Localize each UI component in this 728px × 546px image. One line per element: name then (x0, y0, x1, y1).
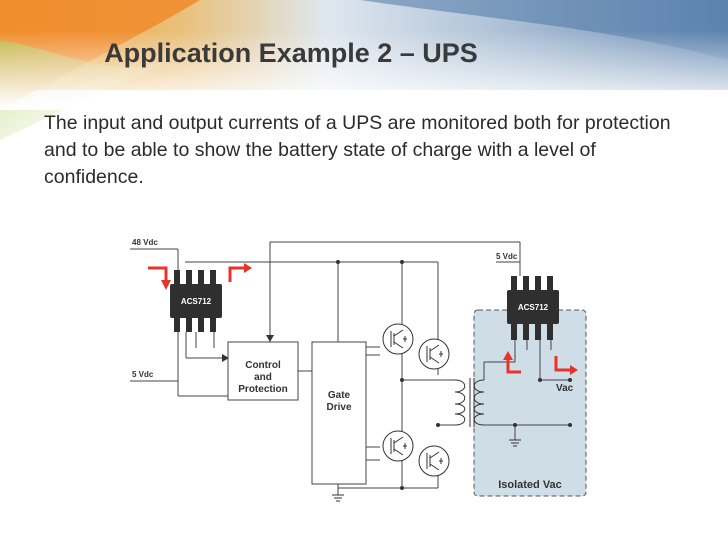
chip-left-label: ACS712 (181, 297, 212, 306)
label-isolated-vac: Isolated Vac (498, 479, 562, 491)
transformer (454, 378, 485, 427)
control-label-1: Control (245, 360, 281, 371)
chip-right-label: ACS712 (518, 303, 549, 312)
page-title-text: Application Example 2 – UPS (104, 38, 478, 68)
junction-dots (336, 260, 572, 490)
isolated-region (473, 309, 587, 497)
red-arrowhead-2 (244, 263, 252, 273)
label-5vdc-right: 5 Vdc (496, 252, 518, 261)
label-vac: Vac (556, 383, 574, 394)
control-label-2: and (254, 372, 272, 383)
gate-drive-box (311, 341, 367, 485)
red-arrowhead-3 (503, 351, 513, 360)
control-label-3: Protection (238, 384, 287, 395)
ground-symbols (332, 439, 521, 502)
gate-label-1: Gate (328, 390, 351, 401)
red-current-arrows-left (148, 266, 244, 282)
red-arrowhead-1 (161, 280, 171, 290)
gate-label-2: Drive (326, 402, 351, 413)
page-title: Application Example 2 – UPS (0, 38, 728, 69)
arrow-to-control-top (266, 335, 274, 342)
acs712-chip-right: ACS712 (507, 276, 559, 340)
red-arrowhead-4 (570, 365, 578, 375)
control-protection-box (227, 341, 299, 401)
acs712-chip-left: ACS712 (170, 270, 222, 332)
label-48vdc: 48 Vdc (132, 238, 158, 247)
body-paragraph: The input and output currents of a UPS a… (44, 112, 671, 188)
ups-circuit-diagram: ACS712 ACS712 Control and Protection Gat… (126, 229, 596, 505)
label-5vdc-left: 5 Vdc (132, 370, 154, 379)
arrow-to-control-left (222, 354, 229, 362)
red-current-arrows-right (506, 356, 570, 374)
